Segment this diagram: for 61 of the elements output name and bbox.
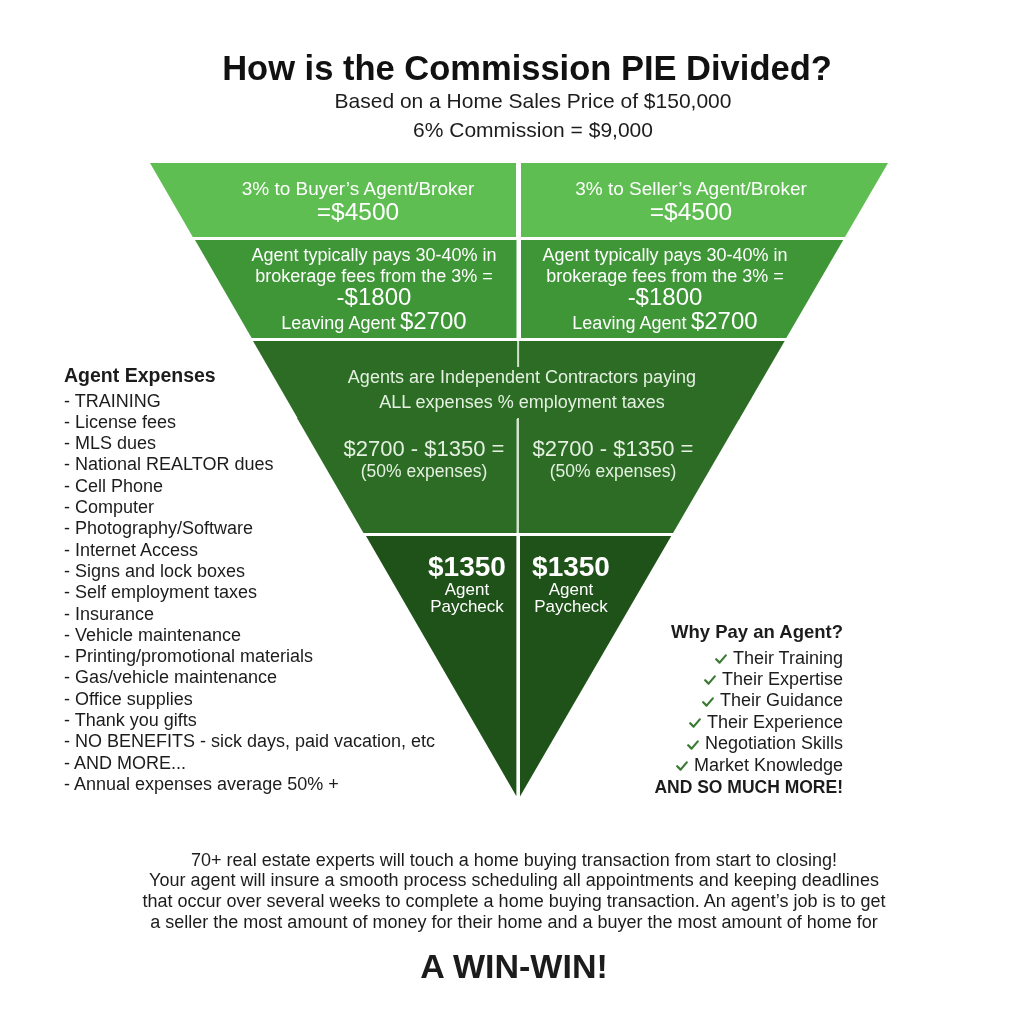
list-item: - Vehicle maintenance (64, 624, 242, 646)
list-item: - Signs and lock boxes (64, 560, 246, 582)
emphasis-text: AND SO MUCH MORE! (654, 776, 843, 798)
expense-text: (50% expenses) (548, 461, 678, 481)
share-text: 3% to Seller’s Agent/Broker (574, 178, 808, 200)
funnel-segment (521, 163, 888, 237)
fee-text: Agent typically pays 30-40% in brokerage fees from the 3% = (250, 245, 498, 287)
amount-text: =$4500 (316, 200, 400, 224)
list-item: Their Guidance (719, 690, 843, 712)
list-item: - Thank you gifts (64, 710, 197, 731)
list-item: - Computer (64, 497, 155, 518)
funnel-segment (297, 418, 517, 533)
list-item: Their Experience (706, 711, 843, 733)
list-heading: Agent Expenses (64, 363, 216, 387)
list-item: - NO BENEFITS - sick days, paid vacation, etc (64, 731, 436, 753)
list-item: - License fees (64, 411, 177, 433)
amount-text: $1350 (427, 553, 507, 581)
list-item: - Printing/promotional materials (64, 646, 314, 668)
amount-text: -$1800 (336, 287, 413, 307)
list-item: - Gas/vehicle maintenance (64, 667, 278, 689)
list-item: - National REALTOR dues (64, 454, 274, 476)
share-text: 3% to Buyer’s Agent/Broker (240, 178, 476, 200)
list-item: - Internet Access (64, 539, 199, 561)
amount-text: =$4500 (648, 200, 733, 224)
list-heading: Why Pay an Agent? (671, 621, 843, 643)
list-item: - Self employment taxes (64, 582, 258, 604)
paycheck-text: Agent Paycheck (533, 581, 609, 615)
list-item: - Annual expenses average 50% + (64, 773, 339, 795)
expense-text: (50% expenses) (359, 461, 489, 481)
amount-text: $2700 - $1350 = (531, 437, 695, 461)
list-item: - MLS dues (64, 433, 157, 455)
amount-text: $2700 (690, 307, 758, 334)
fee-text: Agent typically pays 30-40% in brokerage fees from the 3% = (541, 245, 789, 287)
slogan: A WIN-WIN! (420, 945, 608, 987)
list-item: - Insurance (64, 603, 155, 625)
list-item: - Office supplies (64, 688, 193, 710)
list-item: Market Knowledge (693, 754, 843, 776)
list-item: Negotiation Skills (704, 733, 843, 755)
funnel-segment (521, 240, 844, 338)
funnel-segment (519, 418, 740, 533)
list-item: Their Training (732, 647, 843, 669)
title: How is the Commission PIE Divided? (222, 48, 832, 88)
remainder-text: Leaving Agent (281, 313, 396, 333)
list-item: Their Expertise (721, 668, 843, 690)
amount-text: -$1800 (627, 287, 704, 307)
amount-text: $2700 (399, 307, 467, 334)
paragraph: 70+ real estate experts will touch a home buying transaction from start to closing! (191, 849, 837, 871)
paragraph: Your agent will insure a smooth process scheduling all appointments and keeping deadlines that occur over several weeks to complete a home buying transaction. An agent’s job is to get a seller the most amount of money for their home and a buyer the most amount of home for (141, 870, 887, 933)
band-heading: Agents are Independent Contractors paying ALL expenses % employment taxes (346, 366, 698, 414)
subtitle: 6% Commission = $9,000 (413, 116, 653, 142)
list-item: - Photography/Software (64, 518, 254, 540)
funnel-segment (194, 240, 516, 338)
funnel-segment (150, 163, 516, 237)
list-item: - TRAINING (64, 390, 161, 412)
remainder-text: Leaving Agent (572, 313, 687, 333)
list-item: - Cell Phone (64, 475, 164, 497)
list-item: - AND MORE... (64, 752, 186, 774)
paycheck-text: Agent Paycheck (429, 581, 505, 615)
subtitle: Based on a Home Sales Price of $150,000 (334, 87, 732, 113)
amount-text: $2700 - $1350 = (342, 437, 506, 461)
amount-text: $1350 (531, 553, 611, 581)
